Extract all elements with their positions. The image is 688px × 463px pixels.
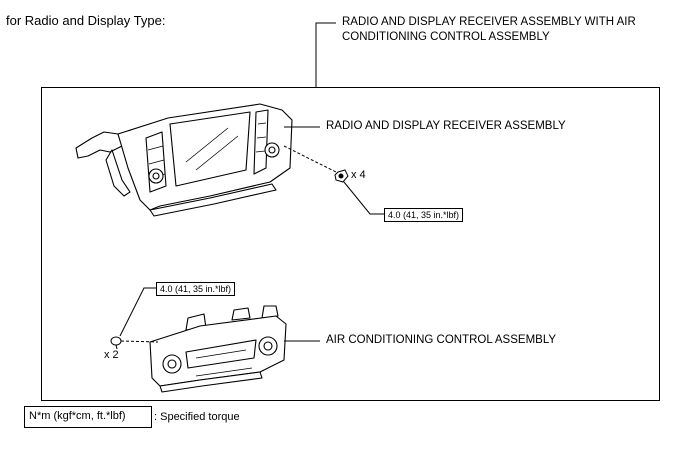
display-screen bbox=[169, 111, 251, 187]
assembly-label-line2: CONDITIONING CONTROL ASSEMBLY bbox=[342, 31, 550, 43]
radio-screw-count: x 4 bbox=[351, 169, 366, 181]
ac-torque-leader bbox=[119, 287, 156, 337]
ac-right-knob-center bbox=[263, 341, 273, 351]
torque-legend-box: N*m (kgf*cm, ft.*lbf) bbox=[24, 406, 152, 428]
assembly-label-line1: RADIO AND DISPLAY RECEIVER ASSEMBLY WITH… bbox=[342, 16, 636, 28]
ac-control-drawing bbox=[149, 305, 287, 393]
radio-torque-leader bbox=[343, 181, 384, 215]
ac-bottom-edge bbox=[159, 371, 263, 393]
left-knob-center bbox=[152, 172, 160, 180]
ac-screw bbox=[110, 336, 122, 350]
torque-legend-description: : Specified torque bbox=[154, 411, 240, 423]
assembly-leader-line bbox=[315, 22, 336, 87]
ac-screw-path bbox=[120, 340, 159, 343]
ac-control-label: AIR CONDITIONING CONTROL ASSEMBLY bbox=[326, 334, 557, 346]
radio-torque-spec: 4.0 (41, 35 in.*lbf) bbox=[384, 208, 464, 223]
screen-reflection-2 bbox=[195, 135, 239, 171]
ac-screw-count: x 2 bbox=[104, 349, 119, 361]
screen-reflection bbox=[185, 127, 229, 163]
radio-screw-path bbox=[283, 145, 337, 173]
left-bracket bbox=[75, 131, 123, 159]
diagram-frame bbox=[41, 87, 660, 401]
ac-screw-head bbox=[110, 336, 122, 346]
radio-display-receiver-label: RADIO AND DISPLAY RECEIVER ASSEMBLY bbox=[326, 120, 566, 132]
ac-torque-spec: 4.0 (41, 35 in.*lbf) bbox=[156, 282, 236, 297]
ac-left-knob-center bbox=[167, 359, 177, 369]
right-knob-center bbox=[268, 146, 276, 154]
page-heading: for Radio and Display Type: bbox=[6, 13, 166, 28]
radio-display-receiver-drawing bbox=[75, 103, 293, 217]
radio-bottom-edge bbox=[149, 183, 277, 217]
left-bracket-arm bbox=[105, 149, 131, 197]
ac-tab-middle bbox=[231, 307, 251, 321]
right-vent bbox=[253, 109, 269, 175]
radio-screw bbox=[334, 169, 349, 183]
